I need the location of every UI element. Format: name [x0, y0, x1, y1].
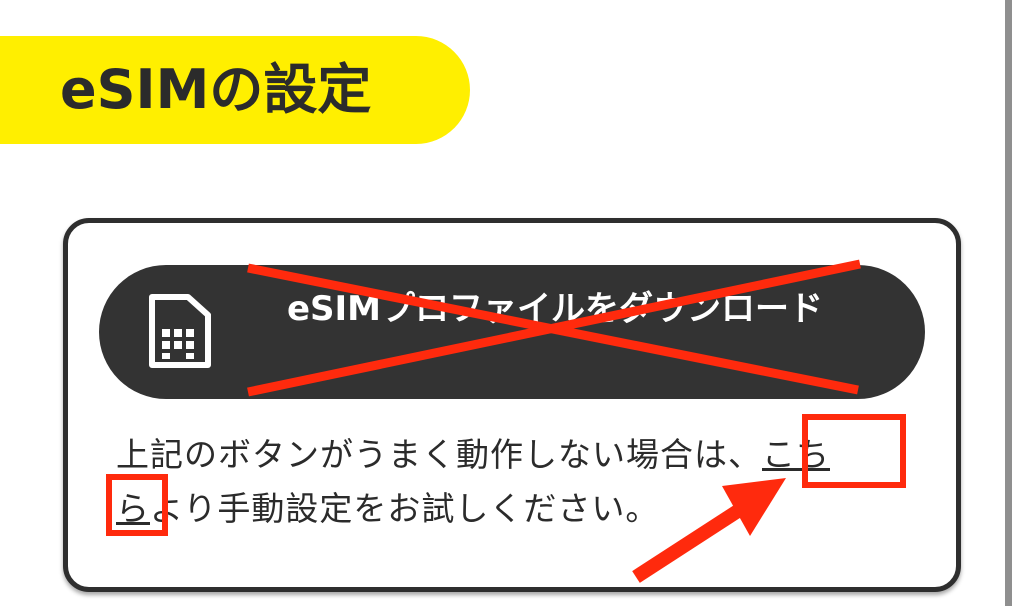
instruction-line2: より手動設定をお試しください。	[150, 489, 660, 528]
section-title: eSIMの設定	[60, 58, 372, 121]
instruction-line1: 上記のボタンがうまく動作しない場合は、	[116, 435, 762, 474]
section-title-background	[0, 36, 470, 144]
download-button-label: eSIMプロファイルをダウンロード	[286, 289, 824, 329]
scrollbar-thumb[interactable]	[1005, 0, 1012, 606]
sim-card-icon	[149, 294, 211, 368]
manual-setup-link-continued[interactable]: ら	[116, 489, 150, 528]
manual-setup-link[interactable]: こち	[762, 435, 830, 474]
link-highlight-box-1	[802, 414, 906, 488]
instruction-text: 上記のボタンがうまく動作しない場合は、こち らより手動設定をお試しください。	[116, 428, 906, 536]
link-highlight-box-2	[106, 474, 168, 536]
